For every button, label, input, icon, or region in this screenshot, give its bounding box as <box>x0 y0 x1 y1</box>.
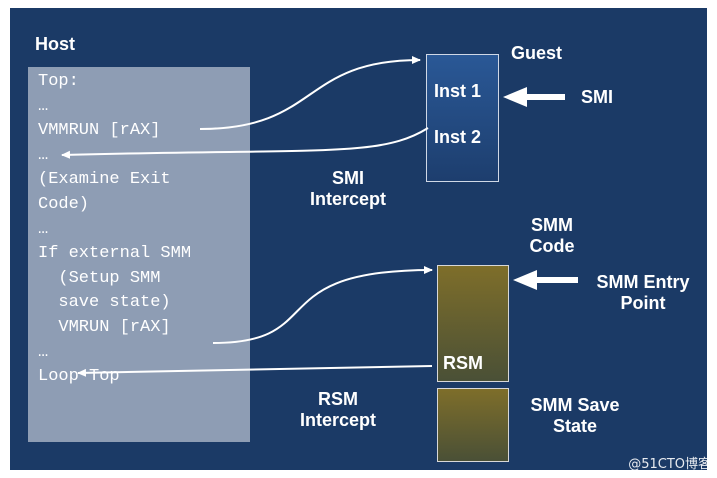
smi-block-arrow <box>503 87 565 107</box>
smi-label: SMI <box>581 87 614 107</box>
smm-save-state-box <box>437 388 509 462</box>
smm-code-box <box>437 265 509 382</box>
vmrun-to-guest-arrow <box>199 56 421 130</box>
host-code: Top: … VMMRUN [rAX] … (Examine Exit Code… <box>38 72 192 387</box>
smi-intercept-label: SMI Intercept <box>309 168 387 209</box>
host-title: Host <box>35 34 75 54</box>
smm-entry-point-label: SMM Entry Point <box>596 272 690 313</box>
rsm-intercept-label: RSM Intercept <box>299 389 377 430</box>
rsm-label: RSM <box>443 353 483 373</box>
watermark: @51CTO博客 <box>628 457 711 472</box>
guest-title: Guest <box>511 43 563 63</box>
vmrun-to-smm-arrow <box>212 266 433 344</box>
smm-entry-block-arrow <box>513 270 578 290</box>
smm-save-state-label: SMM Save State <box>530 395 620 436</box>
guest-box <box>426 54 499 182</box>
inst1-label: Inst 1 <box>434 81 482 101</box>
rsm-intercept-arrow <box>77 365 433 377</box>
inst2-label: Inst 2 <box>434 127 482 147</box>
smi-intercept-arrow <box>61 127 429 159</box>
smm-code-label: SMM Code <box>529 215 575 256</box>
